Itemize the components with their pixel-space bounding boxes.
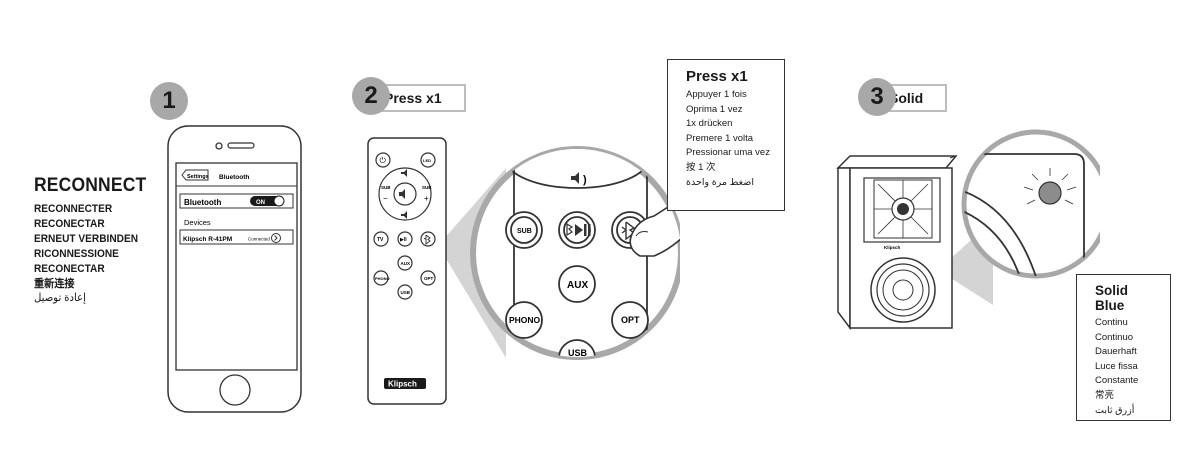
title-main: RECONNECT xyxy=(34,175,147,196)
sub-minus-sign: − xyxy=(383,194,388,203)
title-translation: RECONECTAR xyxy=(34,217,105,230)
mute-icon xyxy=(399,189,405,199)
sub-plus-sign: + xyxy=(424,194,429,203)
speaker-illustration: Klipsch xyxy=(836,129,1100,331)
title-translation: 重新连接 xyxy=(34,277,75,290)
led-glow-icon xyxy=(1023,168,1077,205)
remote-brand: Klipsch xyxy=(388,380,417,389)
solid-callout-line: أزرق ثابت xyxy=(1095,404,1135,416)
solid-callout-line: Continu xyxy=(1095,317,1128,328)
press-callout-line: 1x drücken xyxy=(686,118,733,130)
press-callout: Press x1 Appuyer 1 fois Oprima 1 vez 1x … xyxy=(667,59,785,211)
phone-back-button: Settings xyxy=(187,174,209,180)
speaker-brand: Klipsch xyxy=(884,245,901,250)
solid-callout-line: Constante xyxy=(1095,375,1139,387)
title-translation: إعادة توصيل xyxy=(34,292,86,305)
aux-button: AUX xyxy=(401,261,411,266)
press-callout-line: اضغط مرة واحدة xyxy=(686,176,754,188)
status-led-icon xyxy=(1038,181,1062,205)
zoom-opt-button: OPT xyxy=(621,315,640,325)
phone-device-name: Klipsch R-41PM xyxy=(183,236,232,243)
solid-callout-line: Continuo xyxy=(1095,331,1134,343)
zoom-mute-icon xyxy=(571,172,579,184)
tweeter-icon xyxy=(897,203,909,215)
klipsch-logo xyxy=(384,378,426,389)
phono-button: PHONO xyxy=(375,276,390,281)
zoom-aux-button: AUX xyxy=(567,280,588,291)
power-icon: ⏻ xyxy=(380,156,387,165)
led-button: LED xyxy=(423,158,431,163)
play-pause-button: ▶II xyxy=(400,237,407,243)
press-callout-line: Premere 1 volta xyxy=(686,132,754,144)
title-translation: RECONECTAR xyxy=(34,262,105,275)
step-1-circle: 1 xyxy=(150,82,188,120)
tv-button: TV xyxy=(377,237,384,243)
volume-down-icon xyxy=(401,211,407,219)
woofer-icon xyxy=(892,279,914,301)
bluetooth-icon xyxy=(423,234,431,245)
home-button-icon xyxy=(219,374,251,406)
svg-text:): ) xyxy=(583,174,587,186)
volume-up-icon xyxy=(401,169,407,177)
sub-minus-button: SUB xyxy=(381,185,391,190)
reconnect-title-block: RECONNECT RECONNECTER RECONECTAR ERNEUT … xyxy=(34,175,164,306)
usb-button: USB xyxy=(401,290,411,295)
press-callout-line: 按 1 次 xyxy=(686,161,716,173)
press-callout-head: Press x1 xyxy=(686,68,748,85)
step-3-circle: 3 xyxy=(858,78,896,116)
zoom-play-icon xyxy=(575,224,583,236)
phone-toggle-on: ON xyxy=(256,200,265,206)
phone-screen-title: Bluetooth xyxy=(219,174,249,181)
press-callout-line: Oprima 1 vez xyxy=(686,103,743,115)
step-2-circle: 2 xyxy=(352,77,390,115)
chevron-right-icon xyxy=(274,235,278,241)
sub-plus-button: SUB xyxy=(422,185,432,190)
zoom-bluetooth-icon xyxy=(621,221,636,241)
opt-button: OPT xyxy=(424,276,434,281)
phone-illustration: Settings Bluetooth Bluetooth ON Devices … xyxy=(167,125,302,413)
phone-devices-header: Devices xyxy=(184,218,211,227)
zoom-phono-button: PHONO xyxy=(509,315,541,325)
title-translation: RECONNECTER xyxy=(34,203,113,215)
remote-illustration: ⏻ LED SUB − SUB + TV ▶II AUX PHONO OPT U… xyxy=(367,137,680,405)
press-callout-line: Pressionar uma vez xyxy=(686,147,770,159)
solid-callout: Solid Blue Continu Continuo Dauerhaft Lu… xyxy=(1076,274,1171,421)
zoom-sub-button: SUB xyxy=(517,228,532,235)
zoom-usb-button: USB xyxy=(568,348,588,358)
solid-callout-line: Dauerhaft xyxy=(1095,346,1137,358)
phone-bluetooth-label: Bluetooth xyxy=(184,198,221,207)
phone-device-status: Connected xyxy=(248,237,270,242)
solid-callout-head: Solid Blue xyxy=(1095,283,1128,313)
press-callout-line: Appuyer 1 fois xyxy=(686,89,747,100)
title-translation: RICONNESSIONE xyxy=(34,247,119,260)
solid-callout-line: 常亮 xyxy=(1095,389,1115,401)
title-translation: ERNEUT VERBINDEN xyxy=(34,232,139,245)
solid-callout-line: Luce fissa xyxy=(1095,360,1138,372)
zoom-bt-small-icon xyxy=(566,222,574,237)
